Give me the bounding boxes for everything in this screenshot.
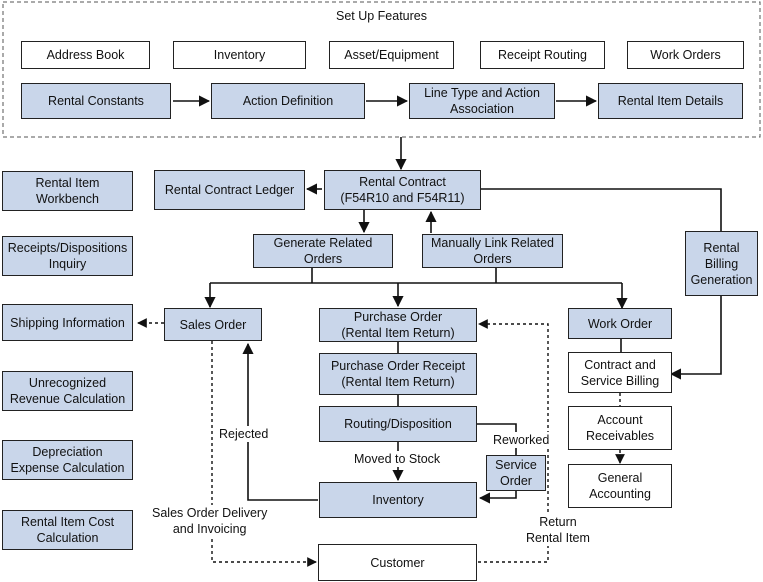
rental-billing-generation-box: Rental Billing Generation (685, 231, 758, 296)
inventory-setup-box: Inventory (173, 41, 306, 69)
arrow-sales-to-customer (211, 341, 317, 567)
reworked-label: Reworked (491, 432, 552, 448)
contract-service-billing-box: Contract and Service Billing (568, 352, 672, 393)
customer-box: Customer (318, 544, 477, 581)
arrow-service-into-inventory (478, 491, 517, 504)
arrow-billing-to-contract-billing (669, 296, 722, 380)
account-receivables-box: Account Receivables (568, 406, 672, 450)
service-order-box: Service Order (486, 455, 546, 491)
return-rental-item-label: Return Rental Item (524, 514, 592, 546)
rejected-label: Rejected (217, 426, 271, 442)
arrow-inventory-to-sales (242, 342, 318, 501)
receipts-inquiry-box: Receipts/Dispositions Inquiry (2, 236, 133, 276)
general-accounting-box: General Accounting (568, 464, 672, 508)
rental-item-cost-box: Rental Item Cost Calculation (2, 510, 133, 550)
work-orders-setup-box: Work Orders (627, 41, 744, 69)
setup-frame (2, 1, 761, 138)
work-order-box: Work Order (568, 308, 672, 339)
rental-contract-box: Rental Contract (F54R10 and F54R11) (324, 170, 481, 210)
generate-related-orders-box: Generate Related Orders (253, 234, 393, 268)
depreciation-expense-box: Depreciation Expense Calculation (2, 440, 133, 480)
setup-title: Set Up Features (335, 9, 427, 23)
line-type-box: Line Type and Action Association (409, 83, 555, 119)
sales-delivery-label: Sales Order Delivery and Invoicing (150, 505, 270, 537)
rental-constants-box: Rental Constants (21, 83, 171, 119)
moved-to-stock-label: Moved to Stock (352, 451, 443, 467)
manually-link-orders-box: Manually Link Related Orders (422, 234, 563, 268)
purchase-order-box: Purchase Order (Rental Item Return) (319, 308, 477, 342)
address-book-box: Address Book (21, 41, 150, 69)
routing-disposition-box: Routing/Disposition (319, 406, 477, 442)
receipt-routing-box: Receipt Routing (480, 41, 605, 69)
action-definition-box: Action Definition (211, 83, 365, 119)
po-receipt-box: Purchase Order Receipt (Rental Item Retu… (319, 353, 477, 395)
rental-contract-ledger-box: Rental Contract Ledger (154, 170, 305, 210)
inventory-box: Inventory (319, 482, 477, 518)
shipping-information-box: Shipping Information (2, 304, 133, 341)
asset-equipment-box: Asset/Equipment (329, 41, 454, 69)
sales-order-box: Sales Order (164, 308, 262, 341)
unrecognized-revenue-box: Unrecognized Revenue Calculation (2, 371, 133, 411)
rental-item-details-box: Rental Item Details (598, 83, 743, 119)
line-contract-to-billing (481, 188, 722, 231)
rental-item-workbench-box: Rental Item Workbench (2, 171, 133, 211)
